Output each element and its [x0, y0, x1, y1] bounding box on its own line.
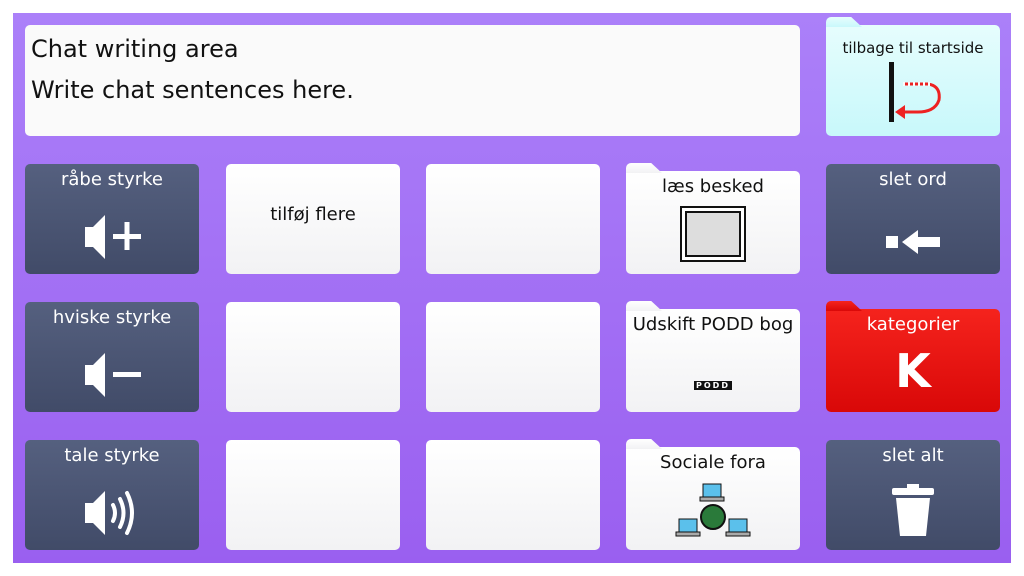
chat-text: Write chat sentences here.: [31, 76, 354, 104]
label: tale styrke: [64, 445, 160, 466]
label: slet alt: [882, 445, 944, 466]
social-network-icon: [626, 482, 800, 542]
app: Chat writing area Write chat sentences h…: [13, 13, 1011, 563]
backspace-arrow-icon: [826, 222, 1000, 262]
categories-button[interactable]: kategorier K: [826, 309, 1000, 412]
screen-icon: [626, 206, 800, 262]
label: tilføj flere: [270, 204, 356, 225]
volume-up-button[interactable]: råbe styrke: [25, 164, 199, 274]
volume-up-icon: [25, 212, 199, 262]
label: hviske styrke: [52, 307, 172, 328]
empty-cell[interactable]: [226, 302, 400, 412]
speaker-icon: [25, 488, 199, 538]
label: Sociale fora: [660, 452, 766, 473]
chat-writing-area[interactable]: Chat writing area Write chat sentences h…: [25, 25, 800, 136]
delete-all-button[interactable]: slet alt: [826, 440, 1000, 550]
back-to-home-button[interactable]: tilbage til startside: [826, 25, 1000, 136]
chat-title: Chat writing area: [31, 35, 239, 63]
label: råbe styrke: [61, 169, 163, 190]
empty-cell[interactable]: [426, 440, 600, 550]
social-forums-button[interactable]: Sociale fora: [626, 447, 800, 550]
label: læs besked: [662, 176, 764, 197]
podd-logo: PODD: [694, 381, 732, 390]
label: tilbage til startside: [842, 39, 984, 57]
delete-word-button[interactable]: slet ord: [826, 164, 1000, 274]
read-message-button[interactable]: læs besked: [626, 171, 800, 274]
label: slet ord: [879, 169, 947, 190]
empty-cell[interactable]: [426, 164, 600, 274]
replace-podd-book-button[interactable]: Udskift PODD bog PODD: [626, 309, 800, 412]
empty-cell[interactable]: [226, 440, 400, 550]
return-arrow-icon: [826, 60, 1000, 124]
add-more-button[interactable]: tilføj flere: [226, 164, 400, 274]
empty-cell[interactable]: [426, 302, 600, 412]
label: kategorier: [866, 314, 960, 335]
speech-volume-button[interactable]: tale styrke: [25, 440, 199, 550]
k-letter-icon: K: [895, 344, 931, 398]
trash-icon: [826, 482, 1000, 538]
label: Udskift PODD bog: [632, 314, 794, 335]
volume-down-button[interactable]: hviske styrke: [25, 302, 199, 412]
volume-down-icon: [25, 350, 199, 400]
